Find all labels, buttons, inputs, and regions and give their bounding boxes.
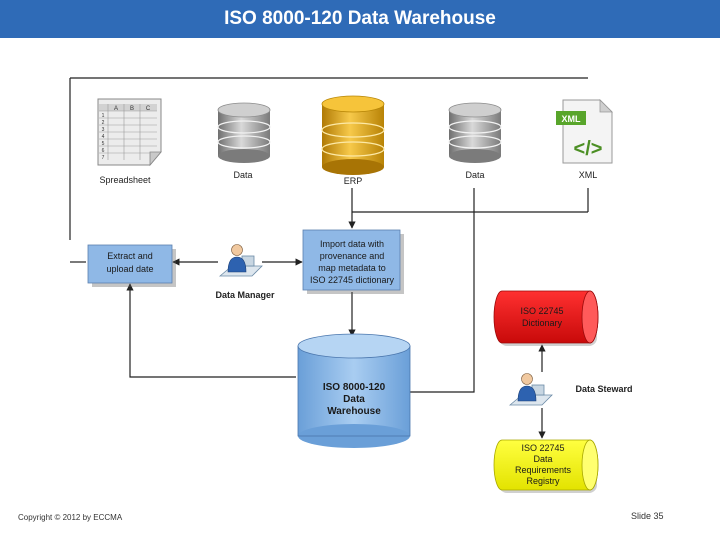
title-bar: ISO 8000-120 Data Warehouse [0,0,720,38]
data-steward-person-icon [508,373,553,406]
dictionary-line-1: ISO 22745 [520,306,563,316]
spreadsheet-row-7: 7 [102,155,105,161]
spreadsheet-row-3: 3 [102,127,105,133]
registry-line-3: Requirements [515,465,572,475]
extract-line-1: Extract and [107,251,153,261]
data-manager-label: Data Manager [215,290,275,300]
dictionary-line-2: Dictionary [522,318,563,328]
data-label-2: Data [465,170,484,180]
spreadsheet-row-1: 1 [102,113,105,119]
data-steward-label: Data Steward [575,384,632,394]
extract-upload-box: Extract and upload date [87,244,176,287]
spreadsheet-icon: A B C 1 2 3 4 5 6 7 [97,98,162,167]
page-title: ISO 8000-120 Data Warehouse [224,8,496,29]
xml-code-glyph: </> [574,138,603,160]
spreadsheet-col-c: C [146,106,151,112]
xml-label: XML [579,170,598,180]
registry-line-1: ISO 22745 [521,443,564,453]
dictionary-cylinder: ISO 22745 Dictionary [493,290,599,346]
warehouse-line-3: Warehouse [327,406,381,417]
spreadsheet-row-5: 5 [102,141,105,147]
spreadsheet-row-2: 2 [102,120,105,126]
spreadsheet-label: Spreadsheet [99,175,151,185]
xml-badge-text: XML [562,114,582,124]
warehouse-line-2: Data [343,394,365,405]
import-line-4: ISO 22745 dictionary [310,275,395,285]
warehouse-to-dictionary-line [410,212,475,393]
import-data-box: Import data with provenance and map meta… [302,229,404,294]
data-manager-person-icon [218,244,263,277]
slide-number: Slide 35 [631,511,664,521]
spreadsheet-col-a: A [114,106,118,112]
database-icon [448,102,502,163]
erp-database-icon [321,95,385,175]
data-label-1: Data [233,170,252,180]
extract-line-2: upload date [106,264,153,274]
spreadsheet-row-6: 6 [102,148,105,154]
connectors [69,77,589,439]
import-line-1: Import data with [320,239,384,249]
warehouse-cylinder: ISO 8000-120 Data Warehouse [297,333,411,448]
warehouse-line-1: ISO 8000-120 [323,382,386,393]
import-line-3: map metadata to [318,263,386,273]
database-icon [217,102,271,163]
xml-file-icon: XML </> [556,99,613,164]
registry-line-4: Registry [526,476,560,486]
erp-label: ERP [344,176,363,186]
registry-cylinder: ISO 22745 Data Requirements Registry [493,439,599,493]
warehouse-to-extract-arrow [126,283,296,378]
copyright-text: Copyright © 2012 by ECCMA [18,513,123,522]
registry-line-2: Data [533,454,552,464]
spreadsheet-row-4: 4 [102,134,105,140]
spreadsheet-col-b: B [130,106,134,112]
import-line-2: provenance and [320,251,385,261]
